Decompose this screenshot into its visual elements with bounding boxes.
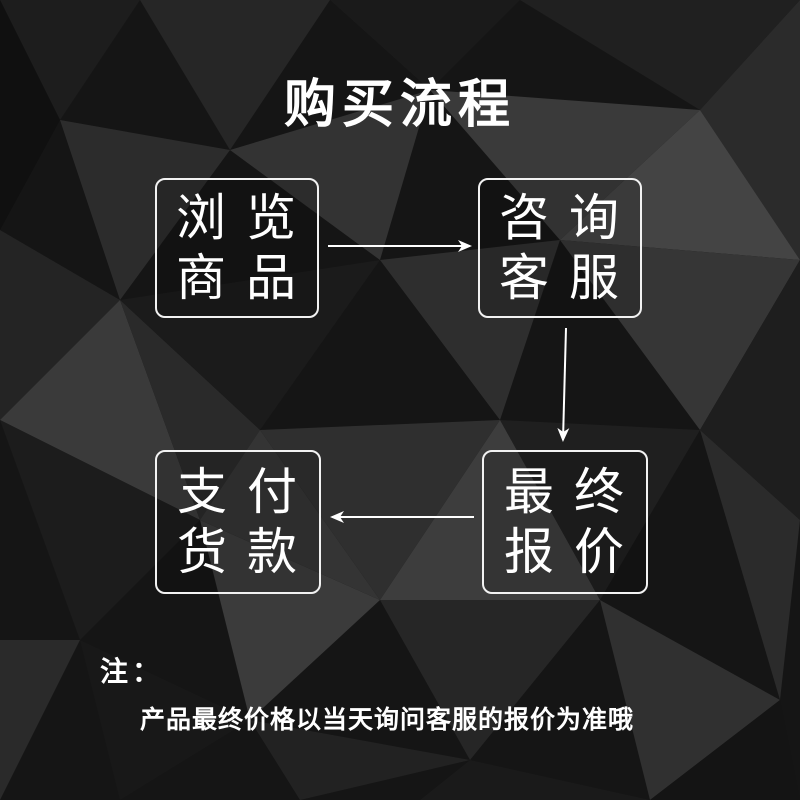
step-label-line1: 最 终 — [504, 463, 626, 521]
note-text: 产品最终价格以当天询问客服的报价为准哦 — [140, 705, 635, 734]
step-browse-products: 浏 览 商 品 — [155, 178, 319, 318]
step-consult-service: 咨 询 客 服 — [478, 178, 642, 318]
step-label-line1: 支 付 — [177, 463, 299, 521]
step-pay: 支 付 货 款 — [155, 450, 321, 594]
step-label-line2: 报 价 — [504, 523, 626, 581]
page-title: 购买流程 — [283, 75, 516, 135]
arrow-down — [557, 327, 570, 442]
step-final-quote: 最 终 报 价 — [482, 450, 648, 594]
step-label-line2: 商 品 — [176, 249, 298, 307]
step-label-line2: 货 款 — [177, 523, 299, 581]
step-label-line2: 客 服 — [499, 249, 621, 307]
step-label-line1: 浏 览 — [176, 189, 298, 247]
step-label-line1: 咨 询 — [499, 189, 621, 247]
note-label: 注： — [100, 655, 165, 688]
